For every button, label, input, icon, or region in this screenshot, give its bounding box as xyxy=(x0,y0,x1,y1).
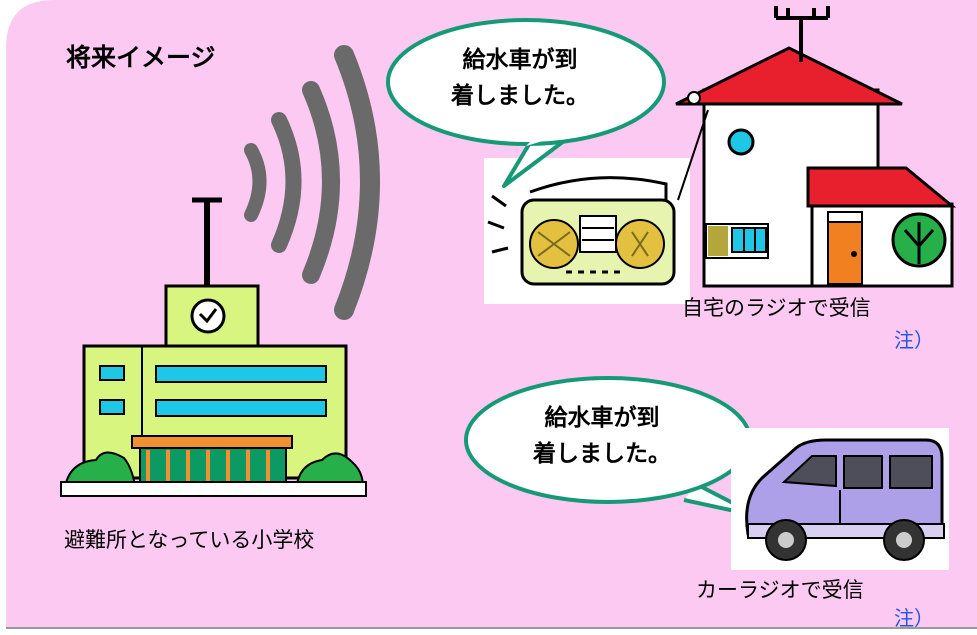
van-icon xyxy=(745,438,945,561)
house-icon xyxy=(675,46,957,288)
speech-bubble-car-text: 給水車が到 着しました。 xyxy=(532,400,672,472)
radio-icon xyxy=(487,109,709,286)
note-house: 注） xyxy=(894,328,934,352)
antenna-icon xyxy=(774,6,830,62)
bottom-strip xyxy=(6,627,977,635)
caption-car: カーラジオで受信 xyxy=(696,578,864,602)
radio-wave-icon xyxy=(244,45,380,320)
illustration-panel: 将来イメージ 給水車が到 着しました。 給水車が到 着しました。 避難所となって… xyxy=(6,0,977,635)
speech-bubble-house xyxy=(386,18,666,188)
page-title: 将来イメージ xyxy=(66,43,216,72)
caption-school: 避難所となっている小学校 xyxy=(64,528,315,552)
speech-bubble-house-text: 給水車が到 着しました。 xyxy=(450,42,590,114)
tree-icon xyxy=(891,212,947,268)
scene-artwork xyxy=(6,0,977,635)
bubble-car-line-2: 着しました。 xyxy=(533,441,671,467)
note-car: 注） xyxy=(894,606,934,630)
clock-icon xyxy=(190,298,226,334)
caption-house: 自宅のラジオで受信 xyxy=(682,296,871,320)
bubble-car-line-1: 給水車が到 xyxy=(544,405,660,431)
school-building-icon xyxy=(60,197,367,497)
bubble-house-line-1: 給水車が到 xyxy=(462,47,578,73)
bubble-house-line-2: 着しました。 xyxy=(451,83,589,109)
